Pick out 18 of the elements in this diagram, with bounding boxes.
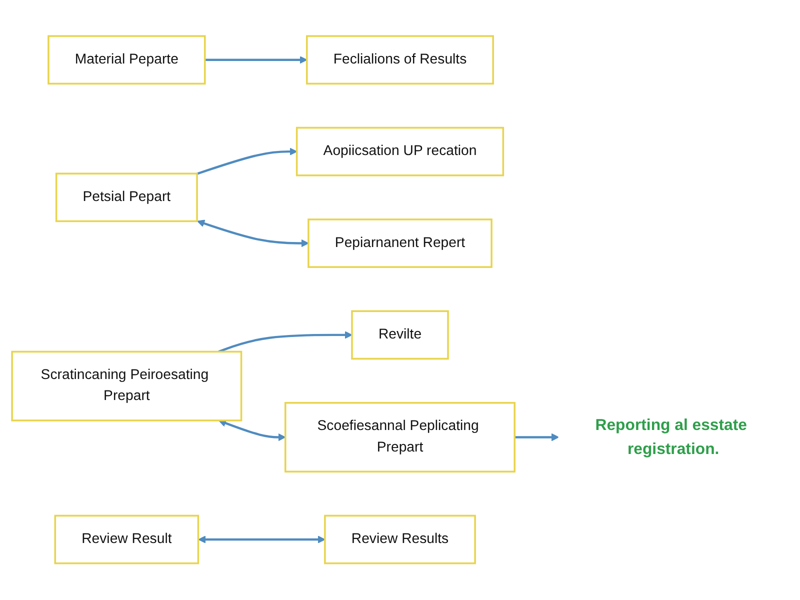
- arrow: [218, 420, 286, 442]
- node-box: Feclialions of Results: [306, 35, 494, 85]
- node-box: Scratincaning Peiroesating Prepart: [11, 351, 242, 422]
- arrow: [197, 220, 309, 248]
- node-box: Review Result: [54, 515, 200, 564]
- node-box: Review Results: [324, 515, 476, 564]
- node-box: Aopiicsation UP recation: [296, 127, 504, 177]
- node-text: Reporting al esstate registration.: [595, 416, 747, 458]
- node-box: Scoefiesannal Peplicating Prepart: [284, 402, 516, 473]
- node-box: Material Peparte: [48, 35, 206, 85]
- arrow: [218, 331, 352, 354]
- node-box: Petsial Pepart: [55, 173, 198, 222]
- arrow: [204, 56, 308, 64]
- node-box: Revilte: [351, 310, 449, 360]
- node-box: Pepiarnanent Repert: [308, 218, 492, 268]
- arrow: [198, 536, 326, 544]
- arrow: [196, 148, 298, 176]
- arrow: [514, 434, 560, 442]
